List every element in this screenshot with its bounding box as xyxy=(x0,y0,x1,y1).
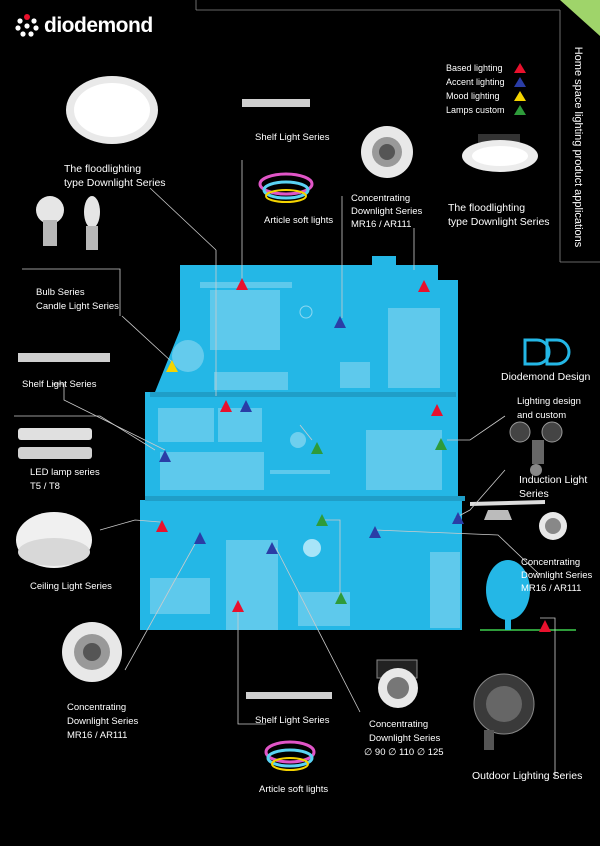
legend-item-mood: Mood lighting xyxy=(446,90,500,102)
label-bulb-1: Bulb Series xyxy=(36,287,85,298)
legend-item-based: Based lighting xyxy=(446,62,503,74)
label-conc-bottom-2: Downlight Series xyxy=(369,733,441,744)
label-conc-bottom-3: ∅ 90 ∅ 110 ∅ 125 xyxy=(364,747,444,758)
outdoor-spot-product xyxy=(473,673,535,750)
legend-swatch-based xyxy=(514,63,526,73)
house-illustration xyxy=(140,256,465,630)
side-title-text: Home space lighting product applications xyxy=(572,46,584,248)
concentrating-downlight-top xyxy=(361,126,413,178)
shelf-light-strip-top xyxy=(242,99,310,107)
label-flood-right-1: The floodlighting xyxy=(448,202,526,214)
label-lighting-design-2: and custom xyxy=(517,410,567,421)
tree-illustration xyxy=(486,560,530,630)
label-conc-left-2: Downlight Series xyxy=(67,716,139,727)
label-shelf-bottom: Shelf Light Series xyxy=(255,715,330,726)
label-conc-left-1: Concentrating xyxy=(67,702,127,713)
label-flood-left-2: type Downlight Series xyxy=(64,177,166,189)
label-led-1: LED lamp series xyxy=(30,467,100,478)
label-lighting-design-1: Lighting design xyxy=(517,396,581,407)
article-soft-lights-bottom xyxy=(264,740,316,771)
label-outdoor: Outdoor Lighting Series xyxy=(472,770,583,782)
corner-accent xyxy=(560,0,600,36)
label-conc-top-2: Downlight Series xyxy=(351,206,423,217)
legend-swatch-mood xyxy=(514,91,526,101)
design-name: Diodemond Design xyxy=(501,371,591,383)
label-ceiling: Ceiling Light Series xyxy=(30,581,112,592)
label-conc-bottom-1: Concentrating xyxy=(369,719,429,730)
label-conc-left-3: MR16 / AR111 xyxy=(67,730,128,741)
label-led-2: T5 / T8 xyxy=(30,481,60,492)
legend-label: Lamps custom xyxy=(446,105,505,115)
legend-swatch-accent xyxy=(514,77,526,87)
downlight-product-top-right xyxy=(462,134,538,172)
legend-swatch-custom xyxy=(514,105,526,115)
legend-swatches xyxy=(514,63,526,115)
marker-triangles xyxy=(156,278,551,632)
shelf-light-strip-bottom xyxy=(246,692,332,699)
label-conc-right-3: MR16 / AR111 xyxy=(521,583,582,594)
legend-item-accent: Accent lighting xyxy=(446,76,505,88)
legend-label: Mood lighting xyxy=(446,91,500,101)
bulb-products xyxy=(36,196,100,250)
label-flood-left-1: The floodlighting xyxy=(64,163,142,175)
legend-label: Accent lighting xyxy=(446,77,505,87)
concentrating-downlight-bottom xyxy=(376,659,418,708)
downlight-product-top-left xyxy=(66,76,158,144)
ceiling-light-product xyxy=(16,512,92,568)
article-soft-lights-top xyxy=(258,172,314,203)
label-conc-top-1: Concentrating xyxy=(351,193,411,204)
concentrating-downlight-right xyxy=(539,512,567,540)
diodemond-design-logo xyxy=(523,338,571,366)
label-conc-right-2: Downlight Series xyxy=(521,570,593,581)
led-tube-products xyxy=(18,428,92,459)
legend-item-custom: Lamps custom xyxy=(446,104,505,116)
security-light-product xyxy=(509,421,563,476)
label-article-top: Article soft lights xyxy=(264,215,334,226)
side-title: Home space lighting product applications xyxy=(566,34,590,260)
brand-logo-mark xyxy=(14,12,40,38)
brand-logo-text: diodemond xyxy=(44,14,153,37)
label-bulb-2: Candle Light Series xyxy=(36,301,119,312)
label-induction-1: Induction Light xyxy=(519,474,588,486)
label-shelf-left: Shelf Light Series xyxy=(22,379,97,390)
label-conc-top-3: MR16 / AR111 xyxy=(351,219,412,230)
label-shelf-top: Shelf Light Series xyxy=(255,132,330,143)
concentrating-downlight-left xyxy=(62,622,122,682)
shelf-light-strip-left xyxy=(18,353,110,362)
label-induction-2: Series xyxy=(519,488,549,500)
label-flood-right-2: type Downlight Series xyxy=(448,216,550,228)
legend-label: Based lighting xyxy=(446,63,503,73)
label-conc-right-1: Concentrating xyxy=(521,557,581,568)
label-article-bottom: Article soft lights xyxy=(259,784,329,795)
